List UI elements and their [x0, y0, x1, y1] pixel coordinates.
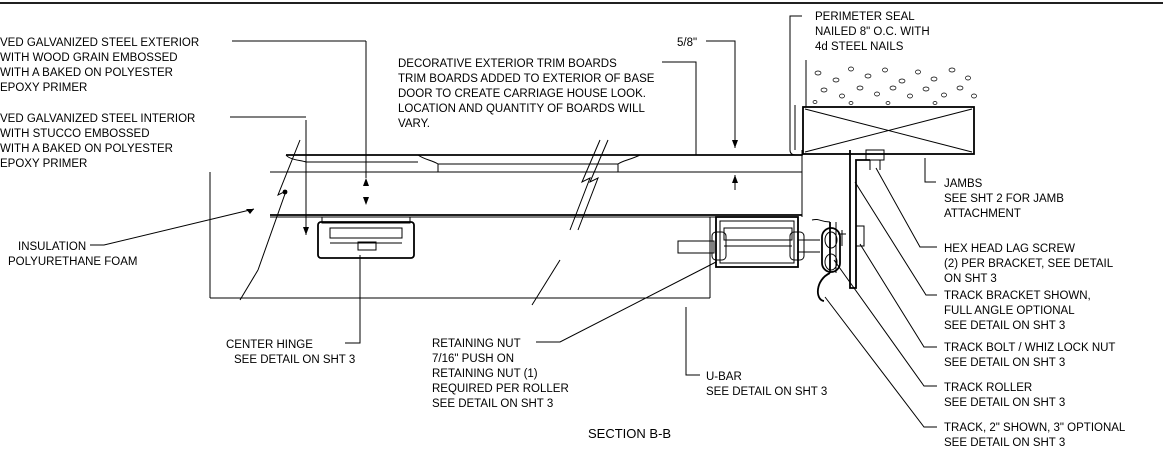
track-bracket-callout: TRACK BRACKET SHOWN, FULL ANGLE OPTIONAL…	[944, 290, 1094, 332]
lag-screw-callout: HEX HEAD LAG SCREW (2) PER BRACKET, SEE …	[944, 243, 1116, 285]
center-hinge-callout: CENTER HINGE SEE DETAIL ON SHT 3	[226, 339, 355, 366]
track-callout: TRACK, 2" SHOWN, 3" OPTIONAL SEE DETAIL …	[944, 422, 1128, 449]
interior-skin-callout: VED GALVANIZED STEEL INTERIOR WITH STUCC…	[0, 113, 199, 170]
roller-assembly-shape	[677, 216, 820, 268]
retaining-nut-callout: RETAINING NUT 7/16" PUSH ON RETAINING NU…	[432, 338, 572, 410]
perimeter-seal-callout: PERIMETER SEAL NAILED 8" O.C. WITH 4d ST…	[815, 11, 933, 53]
jambs-callout: JAMBS SEE SHT 2 FOR JAMB ATTACHMENT	[944, 178, 1067, 220]
insulation-callout: INSULATION POLYURETHANE FOAM	[8, 241, 138, 268]
track-bracket-shape	[838, 149, 885, 289]
dimension-label: 5/8"	[677, 37, 697, 49]
section-title: SECTION B-B	[588, 426, 671, 441]
track-shape	[811, 218, 841, 302]
center-hinge-shape	[317, 216, 415, 259]
wall-concrete-shape	[805, 60, 977, 107]
track-bolt-callout: TRACK BOLT / WHIZ LOCK NUT SEE DETAIL ON…	[944, 342, 1118, 369]
door-panel-section	[209, 120, 803, 306]
leader-lines	[90, 15, 937, 428]
trim-boards-callout: DECORATIVE EXTERIOR TRIM BOARDS TRIM BOA…	[398, 58, 658, 130]
exterior-skin-callout: VED GALVANIZED STEEL EXTERIOR WITH WOOD …	[0, 37, 202, 94]
u-bar-callout: U-BAR SEE DETAIL ON SHT 3	[706, 371, 827, 398]
track-roller-callout: TRACK ROLLER SEE DETAIL ON SHT 3	[944, 382, 1065, 409]
jamb-shape	[789, 85, 975, 156]
